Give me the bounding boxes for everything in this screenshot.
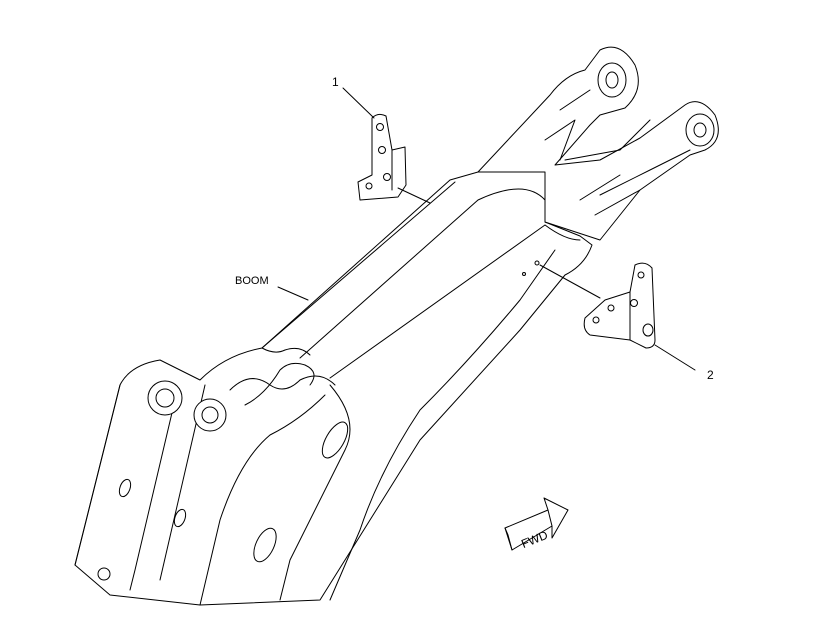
bracket-2 [583, 262, 656, 349]
leader-line-boom [277, 286, 309, 301]
fwd-arrow-icon: FWD [504, 497, 569, 551]
leader-line-1 [342, 87, 375, 119]
bracket-1 [357, 113, 407, 201]
leader-line-2 [654, 344, 696, 371]
callout-label-1: 1 [332, 75, 339, 89]
callout-label-boom: BOOM [235, 275, 269, 287]
boom-head [477, 46, 719, 241]
leader-line-1b [397, 187, 431, 204]
callout-label-2: 2 [707, 368, 714, 382]
leader-line-2b [539, 264, 601, 299]
boom-body [74, 171, 593, 606]
